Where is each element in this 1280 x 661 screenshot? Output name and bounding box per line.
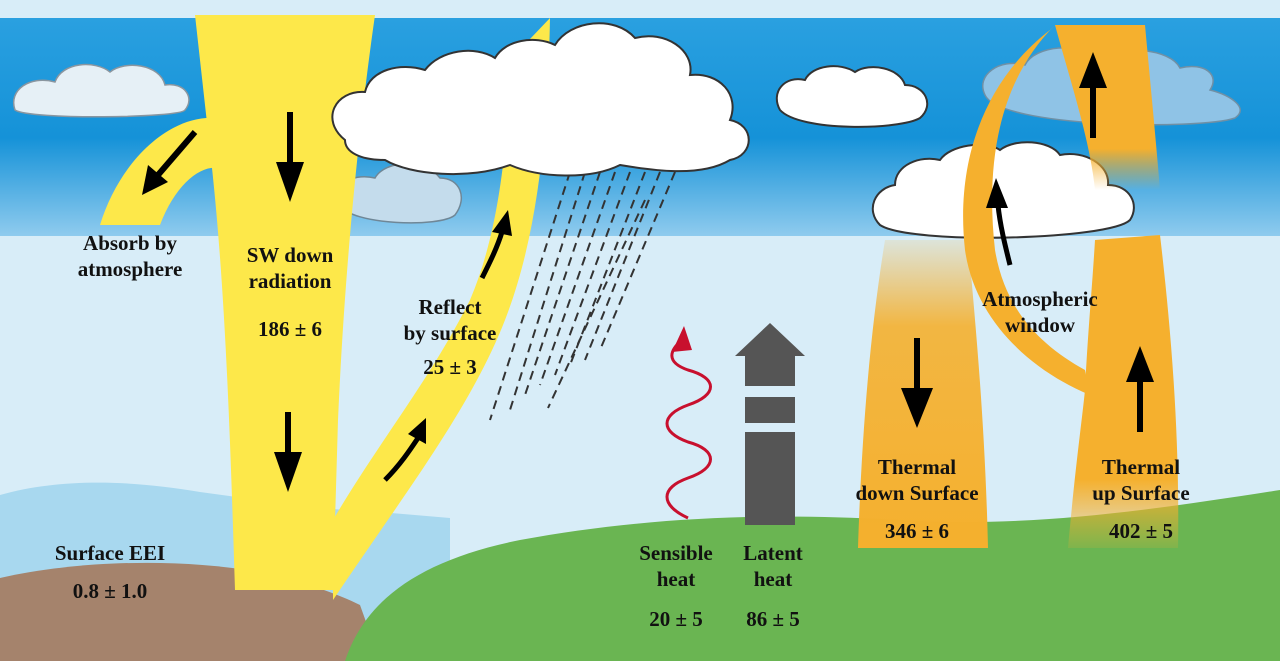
absorb-label: Absorb by atmosphere bbox=[78, 230, 183, 282]
thermal-down-value: 346 ± 6 bbox=[884, 519, 950, 543]
cloud-thermal bbox=[871, 141, 1135, 239]
reflect-branch bbox=[333, 18, 550, 600]
sw-down-value: 186 ± 6 bbox=[257, 317, 323, 341]
ground-green bbox=[345, 490, 1280, 661]
reflect-arrow-upper bbox=[479, 210, 512, 280]
reflect-label-line1: Reflect bbox=[418, 295, 482, 319]
thermal-up-top-band bbox=[1055, 25, 1160, 190]
atmospheric-window-line2: window bbox=[1004, 313, 1076, 337]
sensible-heat-line2: heat bbox=[656, 567, 696, 591]
absorb-label-line2: atmosphere bbox=[77, 257, 183, 281]
sw-down-arrow-upper bbox=[276, 112, 304, 202]
rain-lines bbox=[489, 171, 676, 421]
thermal-up-arrow-upper bbox=[1079, 52, 1107, 138]
latent-heat-line2: heat bbox=[753, 567, 793, 591]
latent-heat-line1: Latent bbox=[743, 541, 803, 565]
thermal-up-label: Thermal up Surface 402 ± 5 bbox=[1092, 454, 1189, 544]
reflect-label-line2: by surface bbox=[403, 321, 497, 345]
sw-down-label: SW down radiation 186 ± 6 bbox=[247, 242, 334, 342]
thermal-down-arrow bbox=[901, 338, 933, 428]
thermal-up-line1: Thermal bbox=[1101, 455, 1181, 479]
thermal-up-band bbox=[1068, 235, 1179, 548]
thermal-down-line1: Thermal bbox=[877, 455, 957, 479]
sensible-heat-label: Sensible heat 20 ± 5 bbox=[639, 540, 713, 632]
cloud-right-small bbox=[775, 65, 929, 128]
latent-heat-arrow bbox=[735, 323, 805, 525]
latent-heat-label: Latent heat 86 ± 5 bbox=[743, 540, 803, 632]
atmospheric-window-line1: Atmospheric bbox=[982, 287, 1098, 311]
thermal-down-line2: down Surface bbox=[855, 481, 979, 505]
absorb-label-line1: Absorb by bbox=[83, 231, 177, 255]
latent-heat-value: 86 ± 5 bbox=[746, 607, 800, 631]
reflect-value: 25 ± 3 bbox=[423, 355, 477, 379]
cloud-central bbox=[331, 22, 750, 177]
background-cloud-left bbox=[12, 63, 190, 118]
thermal-up-line2: up Surface bbox=[1092, 481, 1190, 505]
surface-eei-value: 0.8 ± 1.0 bbox=[72, 579, 148, 603]
thermal-up-value: 402 ± 5 bbox=[1108, 519, 1174, 543]
sensible-heat-arrow bbox=[665, 338, 712, 520]
atmospheric-window-band bbox=[963, 25, 1090, 395]
surface-eei-label: Surface EEI 0.8 ± 1.0 bbox=[55, 540, 165, 604]
surface-eei-title: Surface EEI bbox=[54, 541, 166, 565]
sw-down-arrow-lower bbox=[274, 412, 302, 492]
thermal-down-label: Thermal down Surface 346 ± 6 bbox=[855, 454, 978, 544]
sensible-heat-line1: Sensible bbox=[639, 541, 713, 565]
sensible-heat-value: 20 ± 5 bbox=[649, 607, 703, 631]
thermal-up-arrow-lower bbox=[1126, 346, 1154, 432]
absorb-arrow bbox=[142, 130, 198, 195]
background-cloud-mid bbox=[336, 163, 462, 224]
reflect-label: Reflect by surface 25 ± 3 bbox=[404, 294, 497, 380]
window-arrow bbox=[986, 178, 1013, 266]
sw-down-label-line2: radiation bbox=[248, 269, 332, 293]
sensible-heat-arrowhead bbox=[672, 326, 692, 352]
flow-arrows bbox=[142, 52, 1154, 492]
atmospheric-window-label: Atmospheric window bbox=[982, 286, 1097, 338]
sw-down-label-line1: SW down bbox=[246, 243, 334, 267]
sw-down-band bbox=[195, 15, 375, 590]
reflect-arrow-lower bbox=[383, 418, 426, 482]
